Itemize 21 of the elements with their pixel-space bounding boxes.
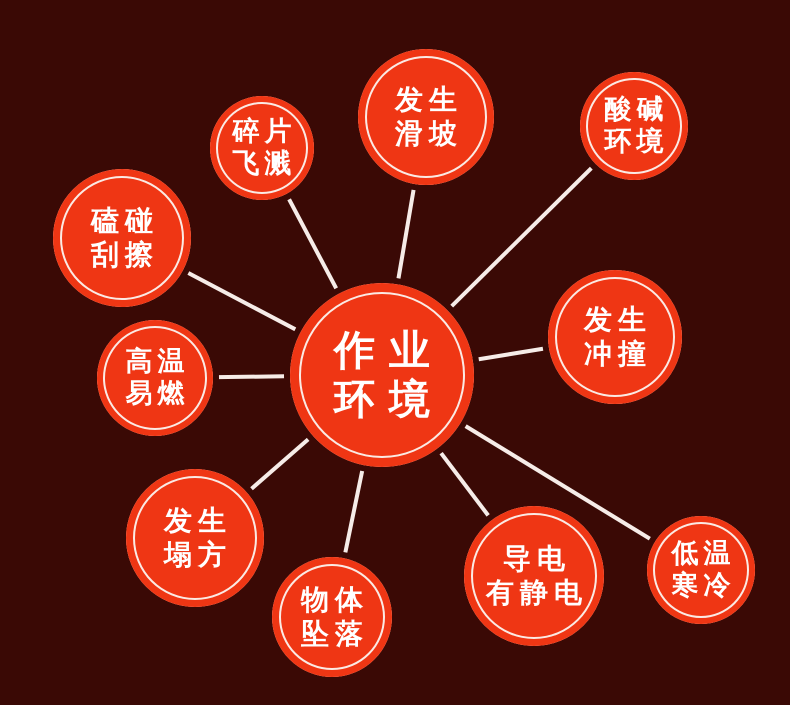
connector-line <box>440 452 490 517</box>
connector-line <box>396 190 416 279</box>
circle-label: 低温寒冷 <box>670 538 736 602</box>
connector-line <box>464 424 651 540</box>
connector-line <box>187 271 296 332</box>
connector-line <box>343 470 364 553</box>
circle-label: 物体坠落 <box>300 583 369 651</box>
connector-line <box>450 166 593 308</box>
circle-label: 作业环境 <box>332 326 444 424</box>
circle-label: 碎片飞溅 <box>230 116 296 180</box>
circle-label: 高温易燃 <box>124 346 190 410</box>
circle-label: 酸碱环境 <box>602 94 668 158</box>
circle-label: 导电有静电 <box>484 542 588 610</box>
connector-line <box>250 438 310 490</box>
connector-line <box>478 346 544 362</box>
circle-label: 发生滑坡 <box>394 83 463 151</box>
connector-line <box>287 198 338 290</box>
connector-line <box>218 374 284 380</box>
circle-label: 发生冲撞 <box>582 303 652 371</box>
circle-label: 发生塌方 <box>162 504 232 572</box>
circle-label: 磕碰刮擦 <box>89 204 159 272</box>
